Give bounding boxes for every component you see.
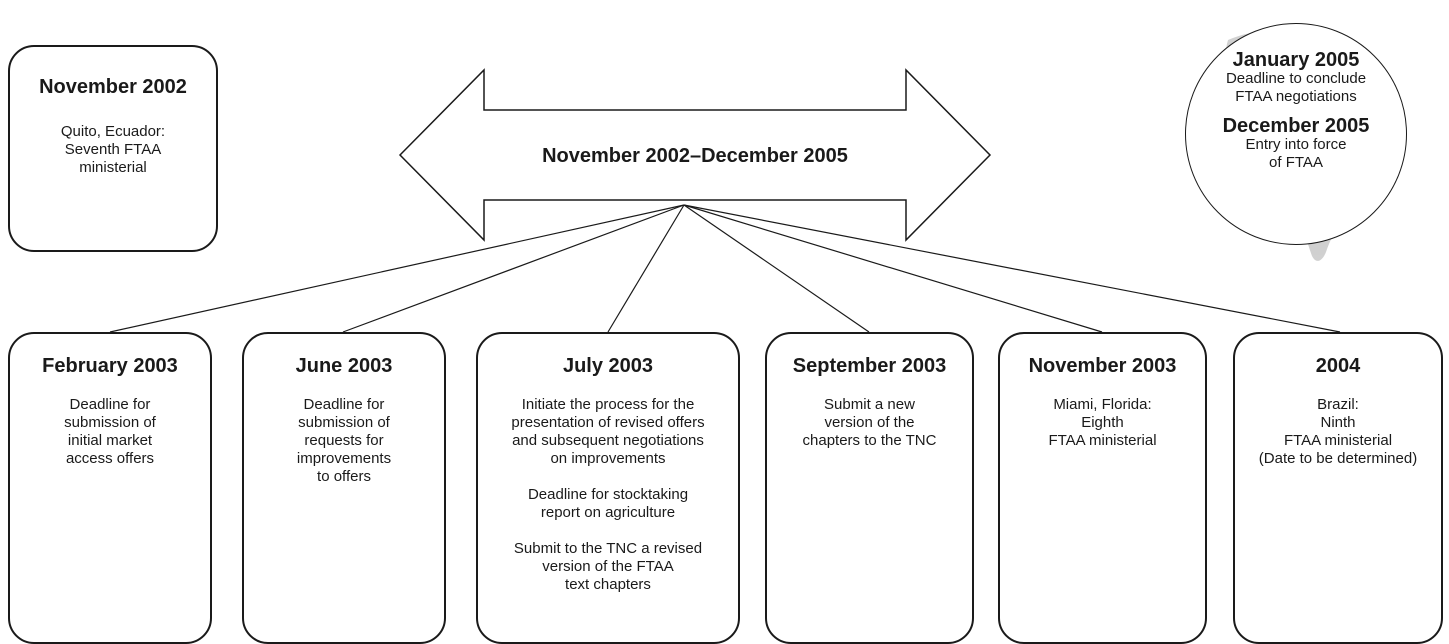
milestone-date: November 2002 <box>39 76 187 98</box>
timeline-arrow <box>398 68 992 242</box>
circle-text: January 2005 Deadline to conclude FTAA n… <box>1185 50 1407 172</box>
milestone-text: Deadline for submission of initial marke… <box>64 396 156 467</box>
milestone-text: Miami, Florida: Eighth FTAA ministerial <box>1048 396 1157 449</box>
milestone-date: November 2003 <box>1028 355 1177 377</box>
milestone-box-feb-2003: February 2003 Deadline for submission of… <box>8 332 212 644</box>
milestone-text: Submit to the TNC a revised version of t… <box>513 540 703 593</box>
circle-text-1: Deadline to conclude FTAA negotiations <box>1225 70 1367 105</box>
milestone-box-sep-2003: September 2003 Submit a new version of t… <box>765 332 974 644</box>
milestone-date: June 2003 <box>295 355 393 377</box>
deadline-circle <box>1185 23 1407 245</box>
connector-line <box>109 204 685 333</box>
milestone-text: Brazil: Ninth FTAA ministerial (Date to … <box>1258 396 1418 467</box>
milestone-date: 2004 <box>1315 355 1361 377</box>
milestone-date: July 2003 <box>562 355 654 377</box>
milestone-box-2004: 2004 Brazil: Ninth FTAA ministerial (Dat… <box>1233 332 1443 644</box>
connector-line <box>607 204 685 333</box>
connector-line <box>683 204 870 333</box>
connector-line <box>683 204 1103 333</box>
circle-date-1: January 2005 <box>1232 49 1360 71</box>
milestone-text: Deadline for submission of requests for … <box>296 396 392 485</box>
milestone-box-nov-2003: November 2003 Miami, Florida: Eighth FTA… <box>998 332 1207 644</box>
milestone-box-nov-2002: November 2002 Quito, Ecuador: Seventh FT… <box>8 45 218 252</box>
milestone-text: Initiate the process for the presentatio… <box>511 396 705 467</box>
milestone-date: February 2003 <box>42 355 178 377</box>
milestone-text: Quito, Ecuador: Seventh FTAA ministerial <box>60 123 166 176</box>
connector-lines <box>109 204 1341 333</box>
circle-text-2: Entry into force of FTAA <box>1245 136 1347 171</box>
milestone-box-jun-2003: June 2003 Deadline for submission of req… <box>242 332 446 644</box>
circle-date-2: December 2005 <box>1222 115 1370 137</box>
arrow-label: November 2002–December 2005 <box>542 145 848 167</box>
milestone-box-jul-2003: July 2003 Initiate the process for the p… <box>476 332 740 644</box>
connector-line <box>342 204 685 333</box>
connector-line <box>683 204 1341 333</box>
milestone-text: Deadline for stocktaking report on agric… <box>527 486 689 521</box>
milestone-date: September 2003 <box>792 355 947 377</box>
milestone-text: Submit a new version of the chapters to … <box>802 396 937 449</box>
